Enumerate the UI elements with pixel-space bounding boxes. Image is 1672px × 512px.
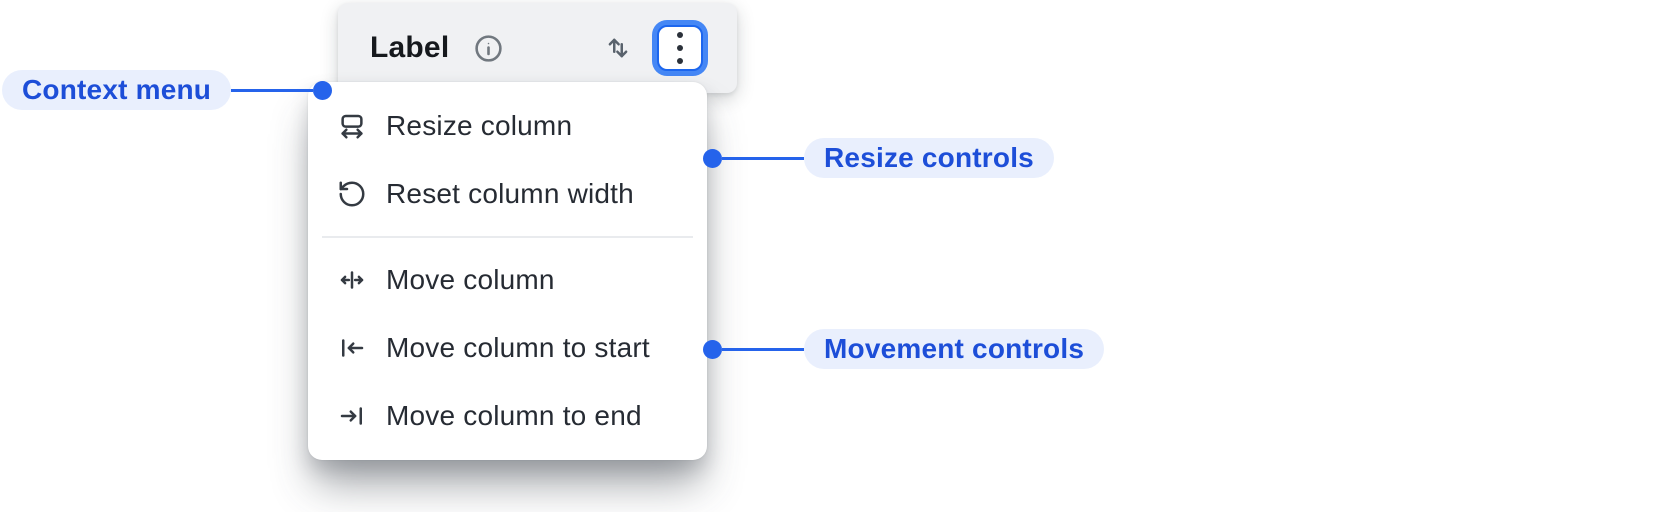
- annotation-context-menu: Context menu: [2, 70, 333, 110]
- annotation-connector-dot: [703, 339, 722, 359]
- menu-item-move-column-to-start[interactable]: Move column to start: [308, 314, 707, 382]
- annotation-pill: Context menu: [2, 70, 232, 110]
- move-to-end-icon: [336, 400, 368, 432]
- context-menu: Resize column Reset column width Move co…: [308, 82, 707, 460]
- annotation-resize-controls: Resize controls: [703, 138, 1054, 178]
- annotation-connector-line: [722, 347, 804, 351]
- menu-item-reset-column-width[interactable]: Reset column width: [308, 160, 707, 228]
- menu-item-label: Move column to end: [386, 399, 642, 431]
- move-to-start-icon: [336, 332, 368, 364]
- move-horizontal-icon: [336, 264, 368, 296]
- menu-item-label: Move column to start: [386, 331, 650, 363]
- annotation-connector-dot: [703, 148, 722, 168]
- annotation-connector-line: [722, 156, 804, 160]
- column-title: Label: [370, 31, 450, 64]
- menu-item-move-column[interactable]: Move column: [308, 246, 707, 314]
- annotation-connector-line: [231, 88, 314, 92]
- sort-arrows-icon[interactable]: [603, 33, 633, 63]
- menu-item-move-column-to-end[interactable]: Move column to end: [308, 382, 707, 450]
- annotation-movement-controls: Movement controls: [703, 329, 1105, 369]
- kebab-menu-button[interactable]: [657, 25, 703, 71]
- kebab-dot: [677, 58, 683, 64]
- info-icon[interactable]: [473, 33, 504, 64]
- menu-item-resize-column[interactable]: Resize column: [308, 92, 707, 160]
- menu-item-label: Resize column: [386, 110, 573, 141]
- menu-item-label: Reset column width: [386, 178, 634, 209]
- kebab-dot: [677, 45, 683, 51]
- menu-item-label: Move column: [386, 263, 555, 295]
- rotate-ccw-icon: [336, 178, 368, 210]
- resize-horizontal-icon: [336, 110, 368, 142]
- kebab-dot: [677, 32, 683, 38]
- annotation-connector-dot: [313, 80, 333, 100]
- annotation-pill: Movement controls: [804, 329, 1105, 369]
- column-header: Label: [338, 3, 737, 93]
- menu-divider: [322, 236, 693, 238]
- annotation-pill: Resize controls: [804, 138, 1054, 178]
